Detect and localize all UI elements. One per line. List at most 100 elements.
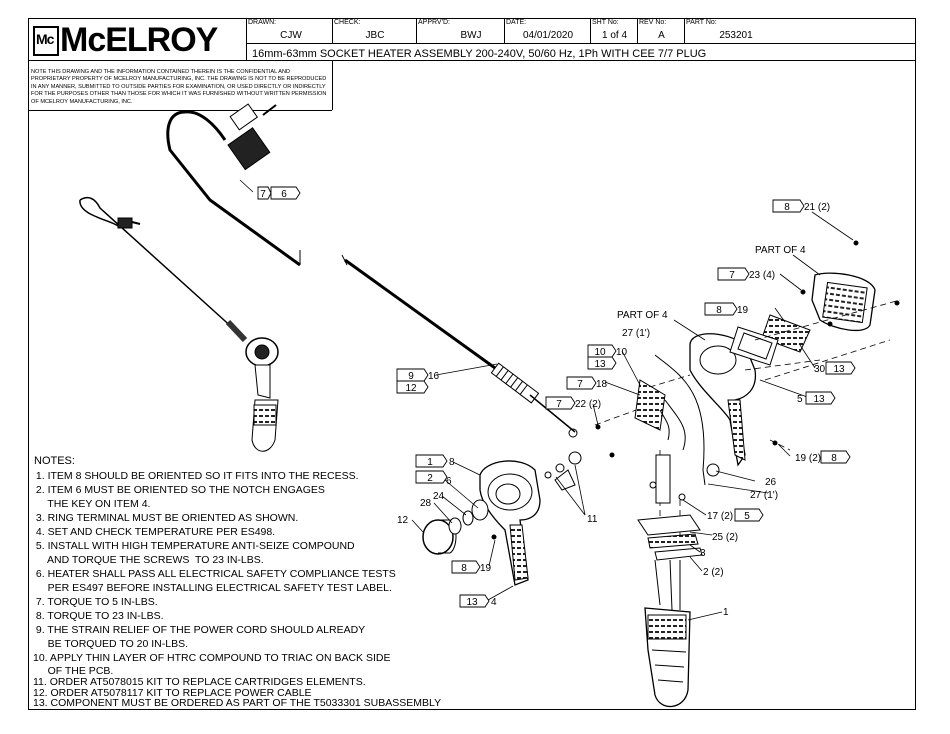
power-cord-coil — [166, 110, 301, 267]
pcb-bracket — [634, 379, 666, 431]
item-27a: 27 (1') — [622, 328, 650, 339]
note-line: 11. ORDER AT5078015 KIT TO REPLACE CARTR… — [33, 676, 366, 688]
rev-label: REV No: — [639, 19, 667, 26]
item-22: 22 (2) — [575, 399, 601, 410]
screw — [595, 424, 601, 430]
wire-27 — [654, 354, 706, 486]
title-block-divider — [504, 18, 505, 43]
check-value: JBC — [365, 30, 385, 41]
callout-8c: 8 — [461, 563, 467, 574]
screw — [609, 452, 615, 458]
power-cord-main — [344, 258, 496, 370]
title-block-divider — [28, 60, 916, 61]
title-block-divider — [246, 43, 916, 44]
date-label: DATE: — [506, 19, 527, 26]
screw — [491, 534, 497, 540]
drawing-title: 16mm-63mm SOCKET HEATER ASSEMBLY 200-240… — [252, 48, 707, 60]
item-1: 1 — [723, 607, 729, 618]
screw — [649, 481, 657, 489]
title-block-divider — [246, 18, 247, 60]
callout-7-18: 7 — [577, 379, 583, 390]
apprvd-value: BWJ — [460, 30, 482, 41]
gasket — [729, 326, 779, 366]
item-5: 5 — [797, 394, 803, 405]
item-24: 24 — [433, 491, 445, 502]
note-line: 7. TORQUE TO 5 IN-LBS. — [33, 596, 158, 608]
rev-value: A — [658, 30, 665, 41]
note-line: BE TORQUED TO 20 IN-LBS. — [33, 638, 189, 650]
item-3: 3 — [700, 548, 706, 559]
note-line: 9. THE STRAIN RELIEF OF THE POWER CORD S… — [33, 624, 366, 636]
item-11: 11 — [587, 514, 598, 525]
notice-divider — [28, 110, 332, 111]
callout-1: 1 — [427, 457, 433, 468]
drawn-label: DRAWN: — [248, 19, 277, 26]
note-line: 3. RING TERMINAL MUST BE ORIENTED AS SHO… — [33, 512, 299, 524]
callout-9: 9 — [408, 371, 414, 382]
item-26: 26 — [765, 477, 777, 488]
note-line: 6. HEATER SHALL PASS ALL ELECTRICAL SAFE… — [33, 568, 396, 580]
item-28: 28 — [420, 498, 432, 509]
callout-12a: 12 — [405, 383, 417, 394]
check-label: CHECK: — [334, 19, 361, 26]
cartridge-head — [568, 451, 582, 465]
callout-8b: 8 — [831, 453, 837, 464]
spacer-28 — [448, 517, 462, 535]
handle-grip-right — [727, 399, 746, 461]
note-line: 4. SET AND CHECK TEMPERATURE PER ES498. — [33, 526, 276, 538]
item-23: 23 (4) — [749, 270, 775, 281]
logo-mark: Mc — [36, 31, 54, 47]
drawn-value: CJW — [280, 30, 302, 41]
callout-13b: 13 — [833, 364, 845, 375]
date-value: 04/01/2020 — [522, 30, 574, 41]
confidentiality-notice: NOTE THIS DRAWING AND THE INFORMATION CO… — [31, 69, 327, 105]
drawing-frame — [28, 18, 916, 710]
screw — [678, 493, 686, 501]
item-8: 8 — [449, 457, 455, 468]
callout-flags — [257, 186, 856, 608]
title-block-divider — [684, 18, 685, 43]
callout-7-22: 7 — [556, 399, 562, 410]
apprvd-label: APPRV'D: — [418, 19, 450, 26]
title-block-divider — [590, 18, 591, 43]
item-4: 4 — [491, 597, 497, 608]
title-block-divider — [416, 18, 417, 43]
mounting-plate — [637, 514, 701, 536]
notes-heading: NOTES: — [34, 455, 75, 467]
item-27b: 27 (1') — [750, 490, 778, 501]
nut — [544, 471, 552, 479]
screw — [853, 240, 859, 246]
washer-24 — [462, 510, 474, 526]
item-10: 10 — [616, 347, 628, 358]
o-ring-26 — [706, 463, 720, 477]
note-line: OF THE PCB. — [33, 665, 114, 677]
note-line: 1. ITEM 8 SHOULD BE ORIENTED SO IT FITS … — [33, 470, 359, 482]
clip — [554, 469, 576, 491]
screw — [894, 300, 900, 306]
note-line: PER ES497 BEFORE INSTALLING ELECTRICAL S… — [33, 582, 392, 594]
note-line: 13. COMPONENT MUST BE ORDERED AS PART OF… — [33, 697, 442, 709]
part-of-4-b: PART OF 4 — [617, 310, 668, 321]
callout-13a: 13 — [594, 359, 606, 370]
callout-7a: 7 — [260, 189, 266, 200]
plug-icon-small — [117, 217, 141, 229]
power-cord-small — [79, 196, 236, 331]
note-line: 5. INSTALL WITH HIGH TEMPERATURE ANTI-SE… — [33, 540, 355, 552]
note-line: THE KEY ON ITEM 4. — [33, 498, 151, 510]
callout-2: 2 — [427, 473, 433, 484]
note-line: 2. ITEM 6 MUST BE ORIENTED SO THE NOTCH … — [33, 484, 325, 496]
ring-terminal — [568, 428, 578, 438]
plug-icon-top — [227, 103, 277, 171]
item-16: 16 — [428, 371, 440, 382]
item-19c: 19 — [480, 563, 492, 574]
note-line: 10. APPLY THIN LAYER OF HTRC COMPOUND TO… — [33, 652, 391, 664]
notice-divider — [332, 60, 333, 110]
item-17: 17 (2) — [707, 511, 733, 522]
heater-rod — [655, 454, 671, 504]
strain-relief-small — [225, 319, 248, 343]
item-25: 25 (2) — [712, 532, 738, 543]
item-2: 2 (2) — [703, 567, 724, 578]
callout-8-19a: 8 — [716, 305, 722, 316]
callout-5: 5 — [744, 511, 750, 522]
